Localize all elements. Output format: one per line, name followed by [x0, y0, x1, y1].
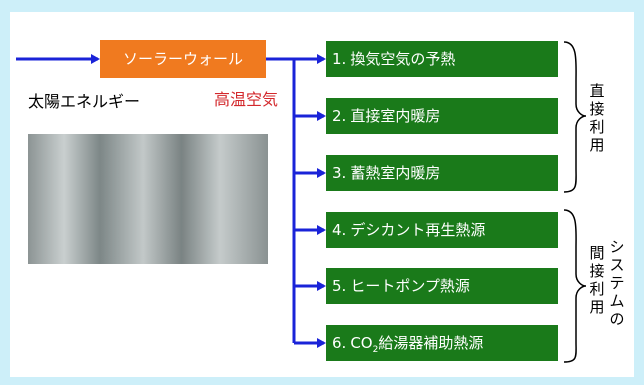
- system-label: システムの: [608, 238, 626, 328]
- hot-air-label: 高温空気: [214, 90, 279, 109]
- vertical-label-char: ス: [609, 256, 625, 274]
- use-item-4: 4.デシカント再生熱源: [326, 212, 558, 248]
- use-item-number: 5.: [332, 277, 347, 295]
- vertical-label-char: の: [609, 310, 625, 328]
- vertical-label-char: 間: [589, 244, 605, 262]
- use-item-text-post: 給湯器補助熱源: [378, 334, 484, 352]
- diagram-canvas: ソーラーウォール 太陽エネルギー 高温空気 1.換気空気の予熱 2.直接室内暖房…: [10, 12, 634, 377]
- solar-wall-box: ソーラーウォール: [100, 40, 266, 78]
- vertical-label-char: テ: [609, 274, 625, 292]
- use-item-text: デシカント再生熱源: [350, 221, 486, 239]
- use-item-3: 3.蓄熱室内暖房: [326, 155, 558, 191]
- direct-use-label: 直接利用: [588, 82, 606, 154]
- indirect-use-label: 間接利用: [588, 244, 606, 316]
- direct-use-bracket: [563, 41, 587, 193]
- use-item-2: 2.直接室内暖房: [326, 98, 558, 134]
- vertical-label-char: 直: [589, 82, 605, 100]
- vertical-label-char: 利: [589, 118, 605, 136]
- solar-wall-panel-image: [28, 134, 268, 264]
- vertical-label-char: シ: [609, 238, 625, 256]
- use-item-number: 1.: [332, 50, 347, 68]
- arrow-layer: [16, 41, 587, 363]
- use-item-text: 直接室内暖房: [350, 107, 441, 125]
- vertical-label-char: 利: [589, 280, 605, 298]
- use-item-number: 4.: [332, 221, 347, 239]
- use-item-text: ヒートポンプ熱源: [350, 277, 470, 295]
- vertical-label-char: ム: [609, 292, 625, 310]
- indirect-use-bracket: [563, 209, 587, 363]
- use-item-number: 3.: [332, 164, 347, 182]
- use-item-1: 1.換気空気の予熱: [326, 41, 558, 77]
- sun-energy-label: 太陽エネルギー: [28, 92, 141, 111]
- vertical-label-char: 接: [589, 100, 605, 118]
- use-item-5: 5.ヒートポンプ熱源: [326, 268, 558, 304]
- vertical-label-char: 用: [589, 298, 605, 316]
- use-item-text-sub: 2: [372, 345, 379, 355]
- use-item-text-pre: CO: [350, 334, 373, 352]
- use-item-text: 換気空気の予熱: [350, 50, 456, 68]
- use-item-number: 6.: [332, 334, 347, 352]
- use-item-number: 2.: [332, 107, 347, 125]
- vertical-label-char: 接: [589, 262, 605, 280]
- vertical-label-char: 用: [589, 136, 605, 154]
- use-item-6: 6.CO2給湯器補助熱源: [326, 325, 558, 361]
- use-item-text: 蓄熱室内暖房: [350, 164, 441, 182]
